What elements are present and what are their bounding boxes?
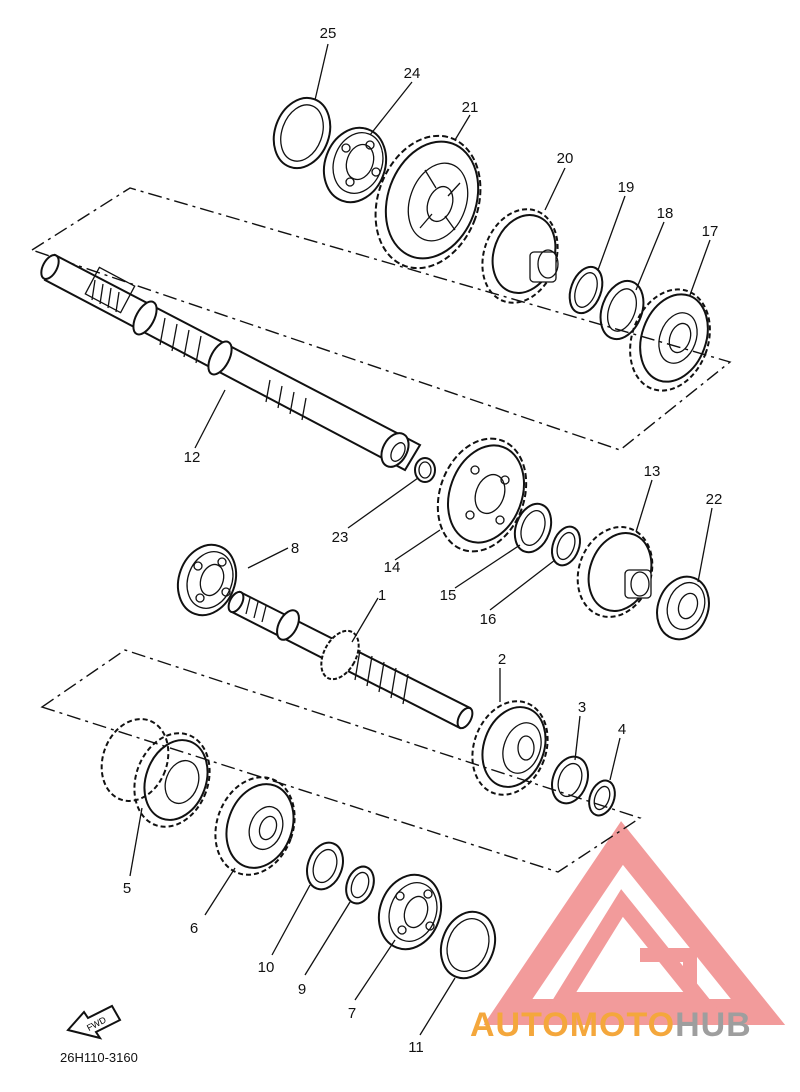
callout-7: 7 <box>348 1005 356 1022</box>
watermark-part1: AUTOMOTO <box>470 1006 676 1044</box>
callout-10: 10 <box>258 959 275 976</box>
part-12-shaft <box>40 253 422 472</box>
part-10-washer <box>306 841 344 891</box>
part-4-circlip <box>588 779 616 817</box>
callout-24: 24 <box>404 65 421 82</box>
leader-lines <box>129 43 713 1036</box>
part-8-bearing <box>176 543 238 617</box>
part-16-circlip <box>550 525 582 567</box>
group-outline-countershaft <box>30 187 732 451</box>
callout-9: 9 <box>298 981 306 998</box>
part-3-washer <box>551 755 589 805</box>
part-20-gear <box>481 208 559 304</box>
part-24-bearing <box>322 126 388 204</box>
callout-8: 8 <box>291 540 299 557</box>
part-23-collar <box>414 457 436 483</box>
part-13-gear <box>576 526 654 618</box>
part-21-gear <box>374 134 482 270</box>
part-11-circlip <box>439 910 497 980</box>
callout-25: 25 <box>320 25 337 42</box>
part-7-bearing <box>377 873 443 951</box>
part-1-shaft <box>227 590 474 730</box>
callout-11: 11 <box>408 1039 424 1056</box>
callout-2: 2 <box>498 651 506 668</box>
callout-14: 14 <box>384 559 401 576</box>
part-2-gear <box>471 700 549 796</box>
callout-5: 5 <box>123 880 131 897</box>
part-5-gear <box>100 718 211 828</box>
fwd-arrow: FWD <box>66 1004 122 1040</box>
callout-6: 6 <box>190 920 198 937</box>
part-19-circlip <box>568 265 604 315</box>
part-9-circlip <box>345 865 375 905</box>
part-15-washer <box>513 502 553 554</box>
callout-16: 16 <box>480 611 497 628</box>
drawing-code: 26H110-3160 <box>60 1050 138 1065</box>
callout-1: 1 <box>378 587 386 604</box>
callout-4: 4 <box>618 721 626 738</box>
part-18-washer <box>599 279 645 341</box>
callout-15: 15 <box>440 587 457 604</box>
callout-17: 17 <box>702 223 719 240</box>
part-22-bearing <box>656 575 710 641</box>
part-17-gear <box>629 288 711 392</box>
part-6-gear <box>214 776 296 876</box>
callout-12: 12 <box>184 449 201 466</box>
callout-23: 23 <box>332 529 349 546</box>
callouts: 25 24 21 20 19 18 17 12 23 14 15 16 13 2… <box>123 25 723 1056</box>
callout-22: 22 <box>706 491 723 508</box>
watermark-logo <box>483 821 786 1025</box>
callout-13: 13 <box>644 463 661 480</box>
watermark-part2: HUB <box>675 1006 752 1044</box>
callout-19: 19 <box>618 179 635 196</box>
callout-20: 20 <box>557 150 574 167</box>
callout-21: 21 <box>462 99 479 116</box>
watermark-text: AUTOMOTOHUB <box>470 1006 752 1045</box>
part-14-gear <box>436 437 528 553</box>
group-outline-mainshaft <box>40 649 642 873</box>
part-25-circlip <box>272 96 332 170</box>
callout-3: 3 <box>578 699 586 716</box>
callout-18: 18 <box>657 205 674 222</box>
